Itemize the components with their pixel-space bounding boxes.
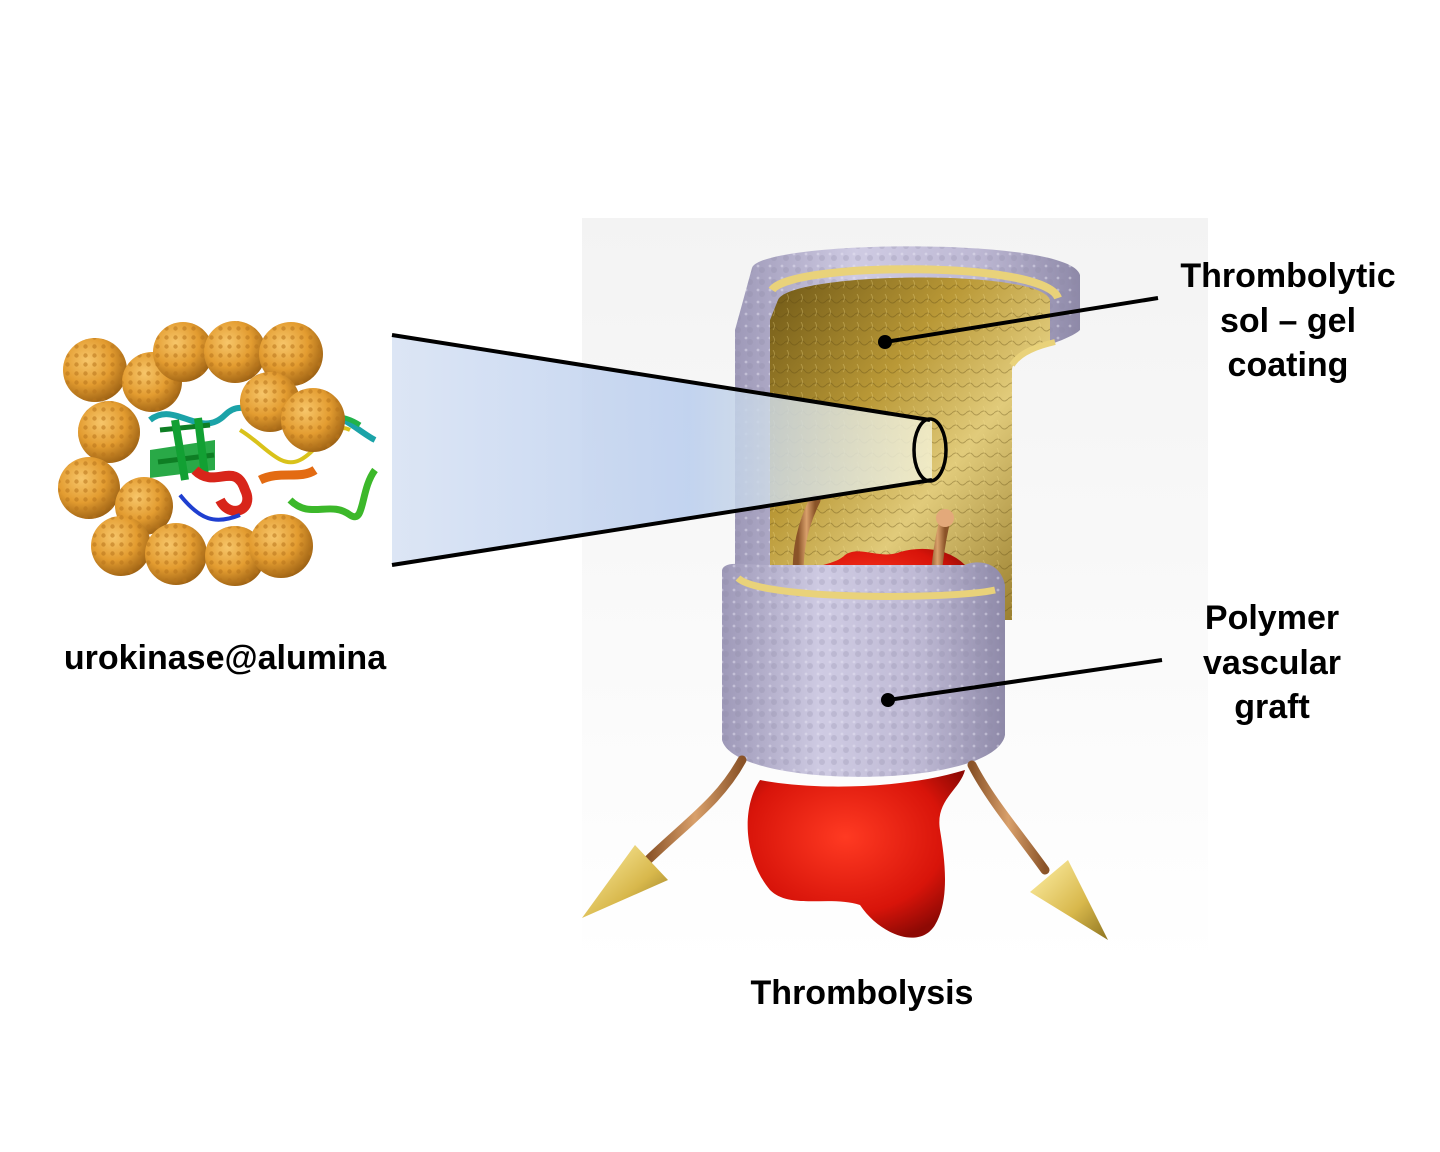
coating-label-line-3: coating — [1228, 346, 1349, 384]
graft-label-line-1: Polymer — [1205, 599, 1339, 637]
alumina-nanoparticle-icon — [58, 321, 345, 586]
graft-label-line-3: graft — [1234, 688, 1310, 726]
coating-label-line-1: Thrombolytic — [1180, 257, 1395, 295]
coating-leader-dot — [878, 335, 892, 349]
protein-ribbon-icon — [148, 405, 378, 522]
coating-leader-line — [884, 296, 1159, 344]
coating-label: Thrombolytic sol – gel coating — [1180, 257, 1395, 384]
arrow-cone-icon — [582, 755, 1108, 940]
urokinase-alumina-cluster — [58, 321, 378, 586]
zoom-spot-ellipse — [912, 417, 948, 483]
thrombus-below-icon — [747, 770, 965, 938]
zoom-beam — [391, 333, 948, 567]
graft-label: Polymer vascular graft — [1203, 599, 1341, 726]
nanoparticle-label: urokinase@alumina — [64, 639, 387, 677]
graft-label-line-2: vascular — [1203, 644, 1341, 682]
graft-leader-dot — [881, 693, 895, 707]
coating-label-line-2: sol – gel — [1220, 302, 1356, 340]
process-label: Thrombolysis — [751, 974, 974, 1012]
graft-leader-line — [887, 658, 1163, 702]
